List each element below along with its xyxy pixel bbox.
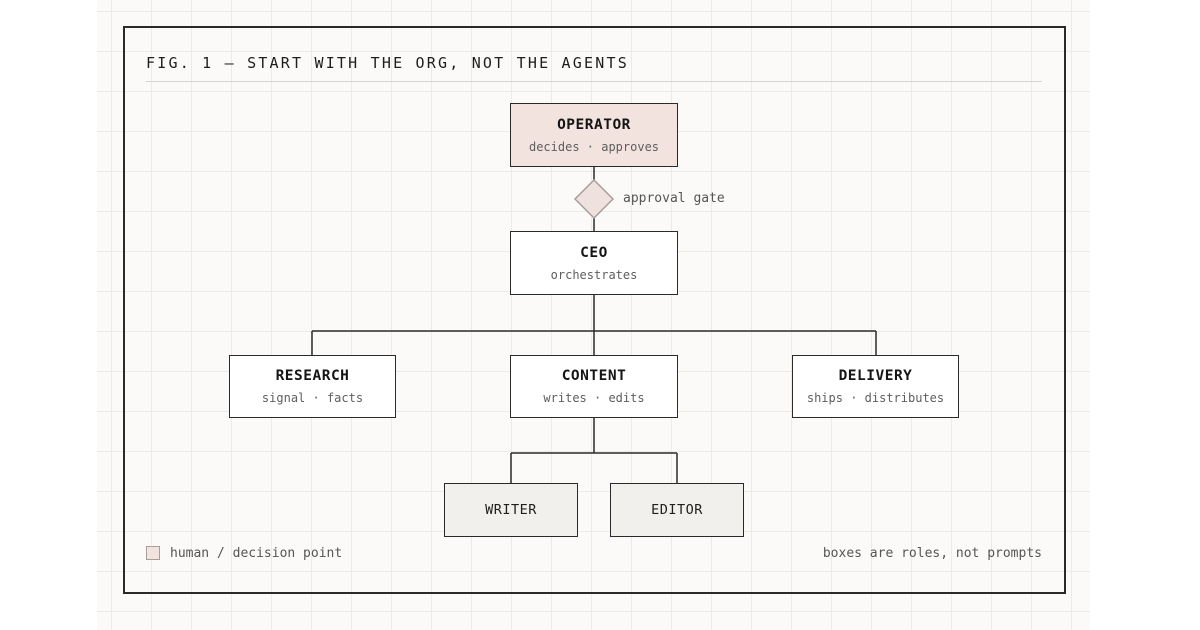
title-divider: [146, 81, 1042, 82]
figure-footnote: boxes are roles, not prompts: [822, 546, 1042, 561]
legend-human-swatch: [146, 546, 160, 560]
node-delivery-subtitle: ships · distributes: [806, 391, 945, 405]
node-delivery: DELIVERY ships · distributes: [792, 355, 959, 418]
legend-human-label: human / decision point: [170, 546, 343, 561]
node-writer: WRITER: [444, 483, 578, 537]
node-operator-title: OPERATOR: [557, 116, 631, 133]
node-content: CONTENT writes · edits: [510, 355, 678, 418]
node-operator: OPERATOR decides · approves: [510, 103, 678, 167]
figure-frame: [123, 26, 1066, 594]
figure-title: FIG. 1 — START WITH THE ORG, NOT THE AGE…: [146, 54, 629, 72]
node-ceo-title: CEO: [580, 244, 608, 261]
node-content-subtitle: writes · edits: [543, 391, 645, 405]
approval-gate-label: approval gate: [623, 191, 725, 206]
node-research: RESEARCH signal · facts: [229, 355, 396, 418]
node-ceo-subtitle: orchestrates: [550, 267, 638, 282]
node-research-title: RESEARCH: [275, 368, 350, 384]
node-research-subtitle: signal · facts: [261, 391, 364, 405]
node-operator-subtitle: decides · approves: [528, 139, 660, 154]
node-content-title: CONTENT: [561, 368, 627, 384]
approval-gate-diamond: [573, 178, 615, 220]
node-ceo: CEO orchestrates: [510, 231, 678, 295]
node-delivery-title: DELIVERY: [838, 368, 913, 384]
node-editor-title: EDITOR: [651, 502, 703, 518]
node-editor: EDITOR: [610, 483, 744, 537]
node-writer-title: WRITER: [485, 502, 537, 518]
